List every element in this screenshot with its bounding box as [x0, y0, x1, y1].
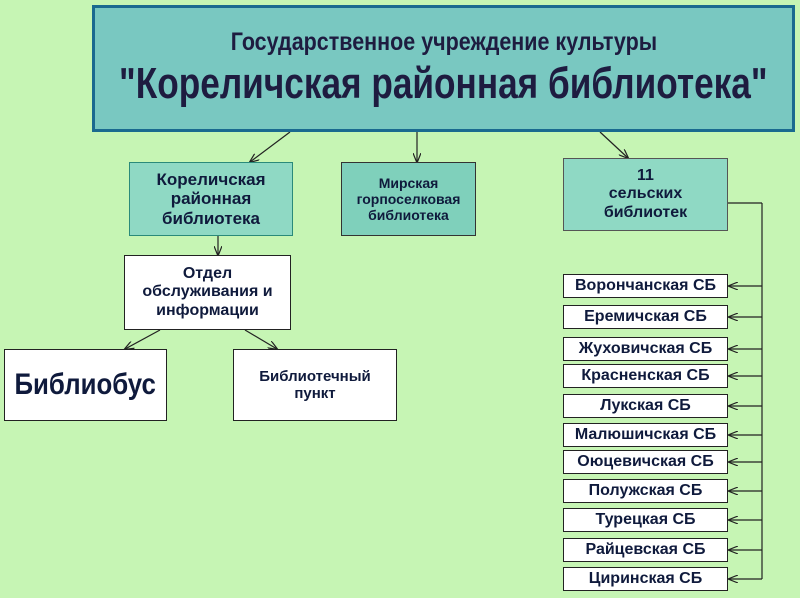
arrow-top-to-rural [599, 131, 628, 158]
rural-library-item: Еремичская СБ [563, 305, 728, 329]
bibliobus-label: Библиобус [14, 367, 157, 401]
bibliobus-box: Библиобус [4, 349, 167, 421]
rural-connectors [728, 202, 763, 579]
mir-library-label: Мирская горпоселковая библиотека [356, 174, 461, 224]
library-point-label: Библиотечный пункт [259, 367, 371, 402]
rural-library-item: Ворончанская СБ [563, 274, 728, 298]
rural-library-item: Лукская СБ [563, 394, 728, 418]
rural-library-item: Полужская СБ [563, 479, 728, 503]
department-box: Отдел обслуживания и информации [124, 255, 291, 330]
library-point-box: Библиотечный пункт [233, 349, 397, 421]
mir-library-box: Мирская горпоселковая библиотека [341, 162, 476, 236]
rural-libraries-label: 11 сельских библиотек [603, 166, 688, 221]
arrow-department-to-bibliobus [125, 329, 161, 349]
rural-libraries-box: 11 сельских библиотек [563, 158, 728, 231]
institution-type: Государственное учреждение культуры [230, 28, 657, 56]
korelichi-library-box: Кореличская районная библиотека [129, 162, 293, 236]
institution-name: "Кореличская районная библиотека" [119, 59, 768, 108]
rural-library-item: Оюцевичская СБ [563, 450, 728, 474]
department-label: Отдел обслуживания и информации [142, 264, 273, 319]
main-institution-box: Государственное учреждение культуры "Кор… [92, 5, 795, 132]
rural-library-item: Жуховичская СБ [563, 337, 728, 361]
arrow-department-to-point [244, 329, 277, 349]
arrow-top-to-korelichi [250, 131, 291, 162]
korelichi-library-label: Кореличская районная библиотека [156, 169, 266, 228]
rural-library-item: Малюшичская СБ [563, 423, 728, 447]
rural-library-item: Райцевская СБ [563, 538, 728, 562]
rural-library-item: Турецкая СБ [563, 508, 728, 532]
rural-library-item: Циринская СБ [563, 567, 728, 591]
rural-library-item: Красненская СБ [563, 364, 728, 388]
